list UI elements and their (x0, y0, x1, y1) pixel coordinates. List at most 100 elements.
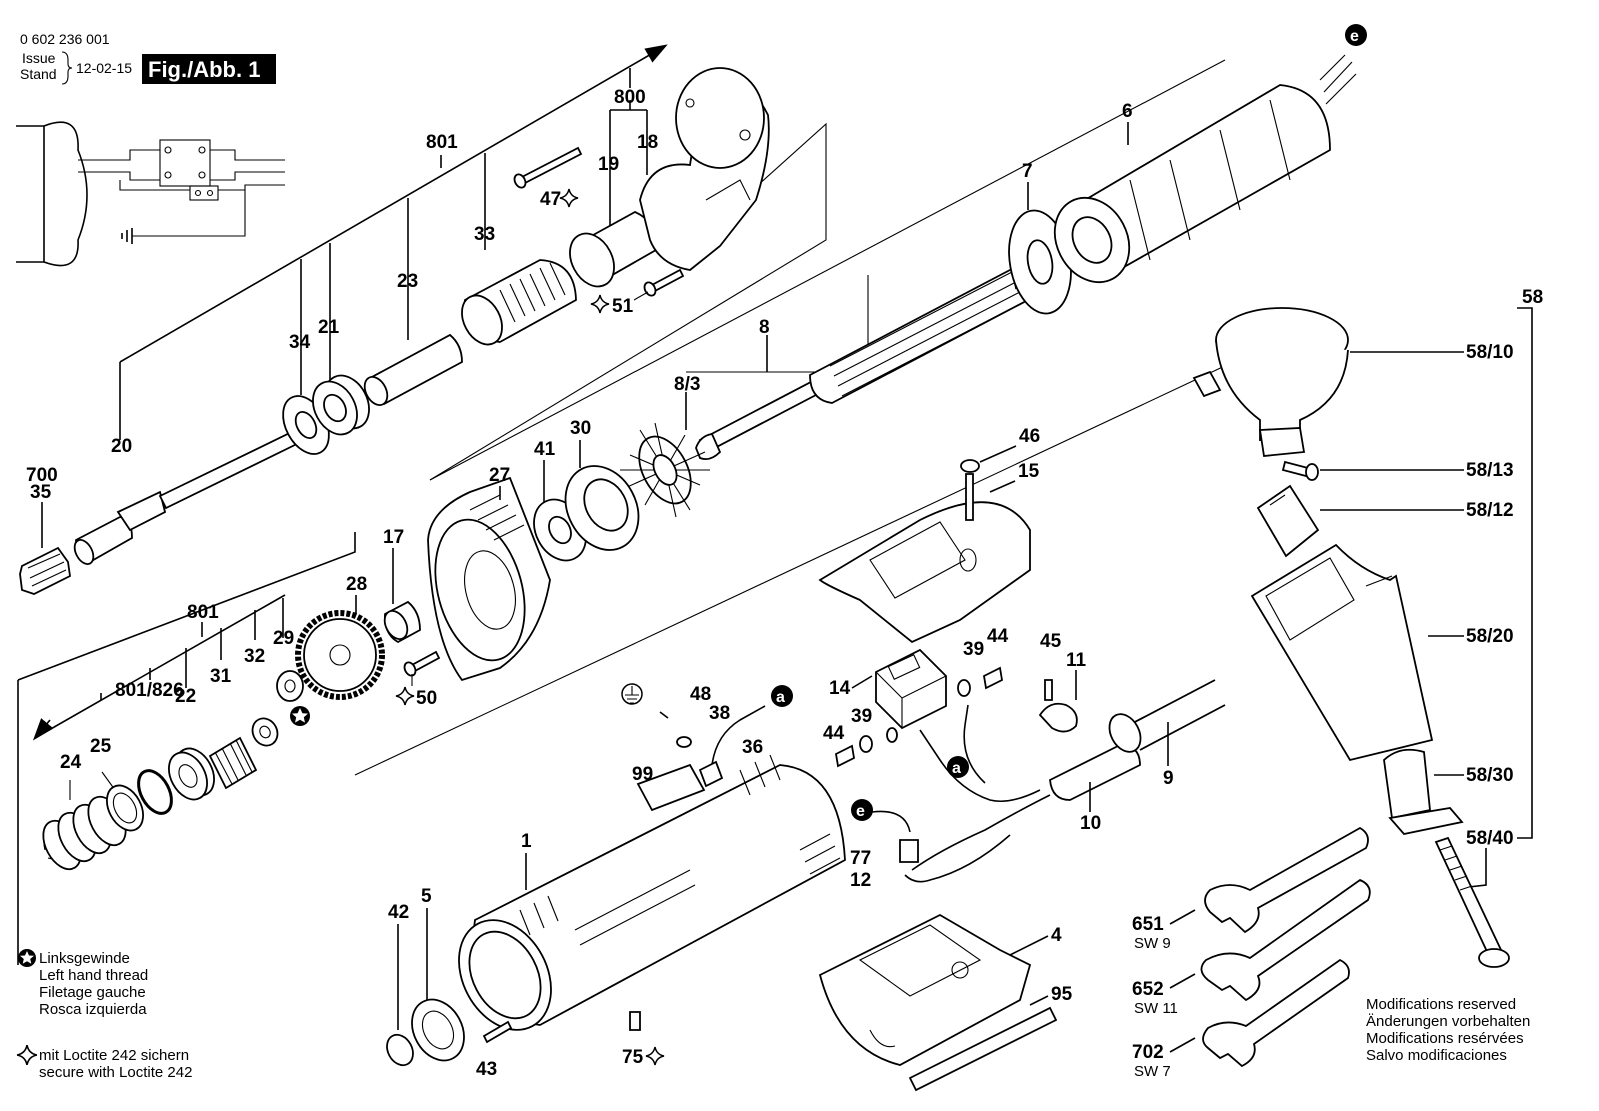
legend-loctite-line1: mit Loctite 242 sichern (39, 1047, 189, 1064)
callout-33: 33 (474, 224, 495, 245)
header: 0 602 236 001 Issue Stand 12-02-15 Fig./… (20, 31, 276, 85)
callout-27: 27 (489, 465, 510, 486)
callout-24: 24 (60, 752, 82, 773)
callout-99: 99 (632, 764, 653, 785)
callout-39-upper: 39 (963, 639, 984, 660)
leader-lines-middle (17, 59, 1281, 965)
callout-43: 43 (476, 1059, 497, 1080)
callout-7: 7 (1022, 161, 1033, 182)
plug-77-12-part (871, 810, 919, 863)
callout-32: 32 (244, 646, 265, 667)
callout-44-lower: 44 (823, 723, 845, 744)
callout-801-middle: 801 (187, 602, 219, 623)
callout-800: 800 (614, 87, 646, 108)
handle-58-20-part (1250, 543, 1434, 762)
ball-bearing-part (312, 374, 370, 436)
callout-702: 702 (1132, 1042, 1164, 1063)
tube-part (569, 210, 658, 288)
callout-17: 17 (383, 527, 404, 548)
callout-29: 29 (273, 628, 294, 649)
callout-95: 95 (1051, 984, 1073, 1005)
spindle-part (73, 422, 312, 565)
wrench-651-part (1204, 826, 1369, 934)
callout-34: 34 (289, 332, 311, 353)
callout-42: 42 (388, 902, 409, 923)
callout-30: 30 (570, 418, 591, 439)
connector-e-top: e (1350, 28, 1359, 45)
callout-38: 38 (709, 703, 730, 724)
nut-29-part (276, 670, 304, 702)
cable-clamp-11-part (1038, 679, 1078, 733)
screw-58-13-part (1281, 460, 1319, 481)
label-99-part (636, 763, 706, 812)
ground-icon (621, 683, 643, 705)
collet-nut-part (19, 546, 71, 595)
legend-loctite: mit Loctite 242 sichern secure with Loct… (16, 1044, 192, 1081)
o-ring-part (137, 769, 173, 815)
issue-date: 12-02-15 (76, 60, 132, 76)
screw-43-part (482, 1020, 513, 1044)
connector-a-lower: a (952, 760, 961, 777)
callout-21: 21 (318, 317, 340, 338)
callout-41: 41 (534, 439, 556, 460)
clamp-band-58-10-part (1192, 307, 1349, 457)
front-ring-part (386, 998, 465, 1067)
callout-19: 19 (598, 154, 619, 175)
callout-31: 31 (210, 666, 232, 687)
callout-35: 35 (30, 482, 52, 503)
callout-22: 22 (175, 686, 196, 707)
callout-9: 9 (1163, 768, 1174, 789)
callout-58-40: 58/40 (1466, 828, 1514, 849)
ground-symbol-icon (121, 228, 133, 244)
callout-58-20: 58/20 (1466, 626, 1514, 647)
callout-8: 8 (759, 317, 770, 338)
wrench-size-sw7: SW 7 (1134, 1063, 1171, 1080)
callout-652: 652 (1132, 979, 1164, 1000)
callout-50: 50 (416, 688, 437, 709)
stator-part (1053, 54, 1357, 284)
callout-labels: 700 35 20 34 21 23 801 33 800 19 18 47 5… (26, 87, 1543, 1080)
screw-46-part (960, 459, 980, 521)
callout-77: 77 (850, 848, 871, 869)
modifications-line3: Modifications resérvées (1366, 1030, 1524, 1047)
leader-lines-right (1320, 307, 1533, 889)
strip-95-part (908, 1006, 1058, 1092)
gear-housing-part (639, 67, 770, 271)
washer-screw-39-44-parts (835, 666, 1003, 768)
knurled-ring-part (461, 259, 577, 346)
loctite-diamond-icon (645, 1046, 665, 1066)
switch-cover-15-part (818, 501, 1031, 644)
callout-58-30: 58/30 (1466, 765, 1514, 786)
loctite-diamond-icon (395, 686, 415, 706)
callout-58: 58 (1522, 287, 1543, 308)
modifications-line4: Salvo modificaciones (1366, 1047, 1507, 1064)
screw-50-part (403, 650, 441, 677)
wrench-size-sw11: SW 11 (1134, 1000, 1178, 1017)
callout-36: 36 (742, 737, 763, 758)
callout-14: 14 (829, 678, 851, 699)
sleeve-17-part (383, 600, 421, 644)
wiring-schematic (16, 121, 285, 267)
callout-51: 51 (612, 296, 634, 317)
wrench-size-sw9: SW 9 (1134, 935, 1171, 952)
issue-label: Issue (22, 50, 56, 66)
callout-46: 46 (1019, 426, 1040, 447)
screw-47-part (513, 146, 583, 189)
sleeve-part (363, 333, 463, 406)
loctite-diamond-icon (559, 188, 579, 208)
callout-700: 700 (26, 465, 58, 486)
callout-12: 12 (850, 870, 871, 891)
loctite-diamond-icon (590, 294, 610, 314)
callout-47: 47 (540, 189, 561, 210)
callout-58-10: 58/10 (1466, 342, 1514, 363)
callout-15: 15 (1018, 461, 1040, 482)
wrench-652-part (1200, 878, 1371, 1002)
bolt-58-40-part (1434, 836, 1510, 968)
cable-9-10-part (904, 679, 1226, 883)
part-number: 0 602 236 001 (20, 31, 110, 47)
figure-label: Fig./Abb. 1 (148, 57, 260, 82)
callout-39-lower: 39 (851, 706, 872, 727)
gear-28-part (295, 610, 385, 700)
ground-wire-part (659, 705, 766, 788)
